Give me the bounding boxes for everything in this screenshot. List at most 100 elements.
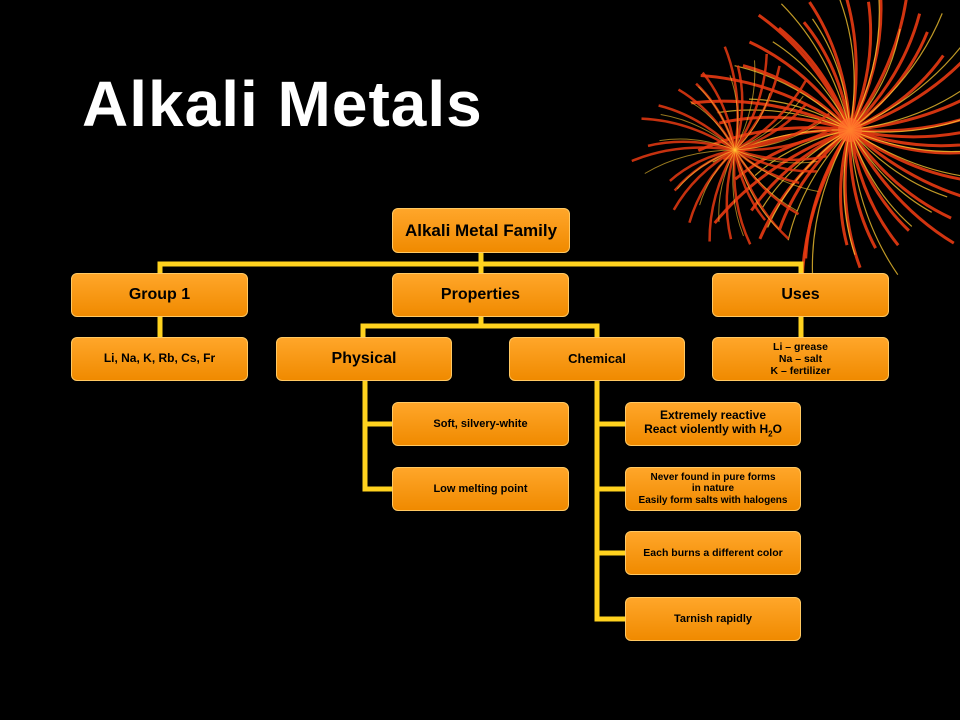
node-label: Soft, silvery-white bbox=[433, 417, 528, 430]
node-low-melting-point: Low melting point bbox=[392, 467, 569, 511]
connector-properties bbox=[360, 313, 600, 341]
firework-ray bbox=[849, 119, 960, 133]
firework-ray bbox=[676, 149, 736, 190]
firework-ray bbox=[734, 149, 818, 164]
node-alkali-metal-family: Alkali Metal Family bbox=[392, 208, 570, 253]
pure-forms-line: Never found in pure forms bbox=[650, 471, 776, 483]
node-extremely-reactive: Extremely reactive React violently with … bbox=[625, 402, 801, 446]
firework-ray bbox=[849, 128, 960, 148]
node-chemical: Chemical bbox=[509, 337, 685, 381]
node-group-1-members: Li, Na, K, Rb, Cs, Fr bbox=[71, 337, 248, 381]
node-label: Tarnish rapidly bbox=[673, 612, 753, 625]
reactive-line-2: React violently with H2O bbox=[644, 422, 782, 439]
firework-ray bbox=[734, 149, 819, 192]
firework-ray bbox=[848, 129, 955, 245]
firework-ray bbox=[734, 65, 851, 131]
node-tarnish-rapidly: Tarnish rapidly bbox=[625, 597, 801, 641]
firework-ray bbox=[733, 65, 744, 151]
firework-ray bbox=[848, 129, 877, 249]
node-group-1: Group 1 bbox=[71, 273, 248, 317]
slide-title: Alkali Metals bbox=[82, 68, 483, 140]
firework-ray bbox=[849, 128, 960, 139]
node-label: Low melting point bbox=[433, 482, 528, 495]
node-label: Uses bbox=[781, 285, 820, 303]
firework-ray bbox=[849, 118, 960, 133]
firework-ray bbox=[732, 149, 744, 237]
firework-ray bbox=[658, 104, 736, 151]
firework-ray bbox=[849, 129, 899, 276]
firework-ray bbox=[708, 149, 737, 242]
firework-ray bbox=[672, 148, 736, 211]
firework-ray bbox=[734, 103, 808, 152]
firework-ray bbox=[849, 129, 960, 153]
node-label: Each burns a different color bbox=[643, 546, 783, 559]
firework-ray bbox=[734, 148, 817, 173]
node-never-found-pure: Never found in pure forms in nature Easi… bbox=[625, 467, 801, 511]
firework-ray bbox=[733, 149, 767, 221]
firework-ray bbox=[734, 80, 807, 152]
firework-ray bbox=[811, 129, 851, 274]
reactive-text: O bbox=[772, 422, 782, 437]
connector-root bbox=[157, 249, 804, 278]
firework-ray bbox=[848, 0, 908, 131]
uses-line: Na – salt bbox=[778, 352, 823, 365]
firework-ray bbox=[729, 75, 739, 151]
node-label: Group 1 bbox=[128, 285, 191, 303]
firework-ray bbox=[848, 129, 952, 220]
firework-ray bbox=[849, 129, 913, 227]
firework-ray bbox=[718, 115, 851, 132]
node-each-burns-color: Each burns a different color bbox=[625, 531, 801, 575]
firework-ray bbox=[849, 129, 960, 177]
firework-ray bbox=[849, 13, 943, 131]
firework-ray bbox=[734, 112, 830, 152]
firework-ray bbox=[734, 121, 822, 151]
connector-physical bbox=[362, 378, 396, 492]
reactive-text: React violently with H bbox=[644, 422, 769, 437]
connector-chemical bbox=[594, 378, 630, 622]
firework-ray bbox=[647, 140, 736, 152]
firework-ray bbox=[848, 129, 900, 247]
firework-ray bbox=[839, 129, 852, 246]
firework-ray bbox=[734, 60, 756, 151]
firework-ray bbox=[691, 99, 851, 132]
firework-ray bbox=[849, 0, 880, 131]
firework-ray bbox=[644, 149, 736, 174]
firework-ray bbox=[849, 46, 960, 131]
firework-ray bbox=[772, 41, 851, 131]
node-label: Alkali Metal Family bbox=[404, 220, 558, 240]
firework-ray bbox=[699, 149, 736, 206]
reactive-line-1: Extremely reactive bbox=[659, 408, 767, 423]
firework-ray bbox=[849, 28, 901, 131]
firework-ray bbox=[748, 40, 852, 131]
firework-ray bbox=[849, 61, 960, 132]
firework-ray bbox=[849, 99, 960, 132]
node-soft-silvery-white: Soft, silvery-white bbox=[392, 402, 569, 446]
firework-ray bbox=[761, 129, 851, 208]
firework-ray bbox=[689, 101, 736, 151]
firework-ray bbox=[631, 146, 736, 163]
firework-core bbox=[838, 118, 862, 142]
firework-ray bbox=[725, 149, 737, 240]
firework-ray bbox=[849, 129, 932, 213]
node-uses: Uses bbox=[712, 273, 889, 317]
node-label: Physical bbox=[331, 349, 397, 367]
firework-ray bbox=[767, 129, 851, 228]
firework-ray bbox=[718, 149, 736, 223]
decorative-firework-graphic bbox=[631, 0, 960, 280]
firework-ray bbox=[849, 90, 960, 131]
pure-forms-line: in nature bbox=[691, 483, 735, 495]
firework-ray bbox=[734, 149, 780, 231]
pure-forms-line: Easily form salts with halogens bbox=[638, 494, 788, 506]
firework-ray bbox=[778, 26, 852, 131]
node-label: Li, Na, K, Rb, Cs, Fr bbox=[103, 351, 216, 366]
node-uses-list: Li – grease Na – salt K – fertilizer bbox=[712, 337, 889, 381]
firework-ray bbox=[669, 148, 736, 182]
firework-ray bbox=[734, 93, 771, 151]
firework-ray bbox=[733, 53, 768, 151]
node-properties: Properties bbox=[392, 273, 569, 317]
firework-ray bbox=[849, 129, 948, 198]
firework-ray bbox=[732, 149, 752, 245]
firework-ray bbox=[812, 18, 851, 131]
node-physical: Physical bbox=[276, 337, 452, 381]
